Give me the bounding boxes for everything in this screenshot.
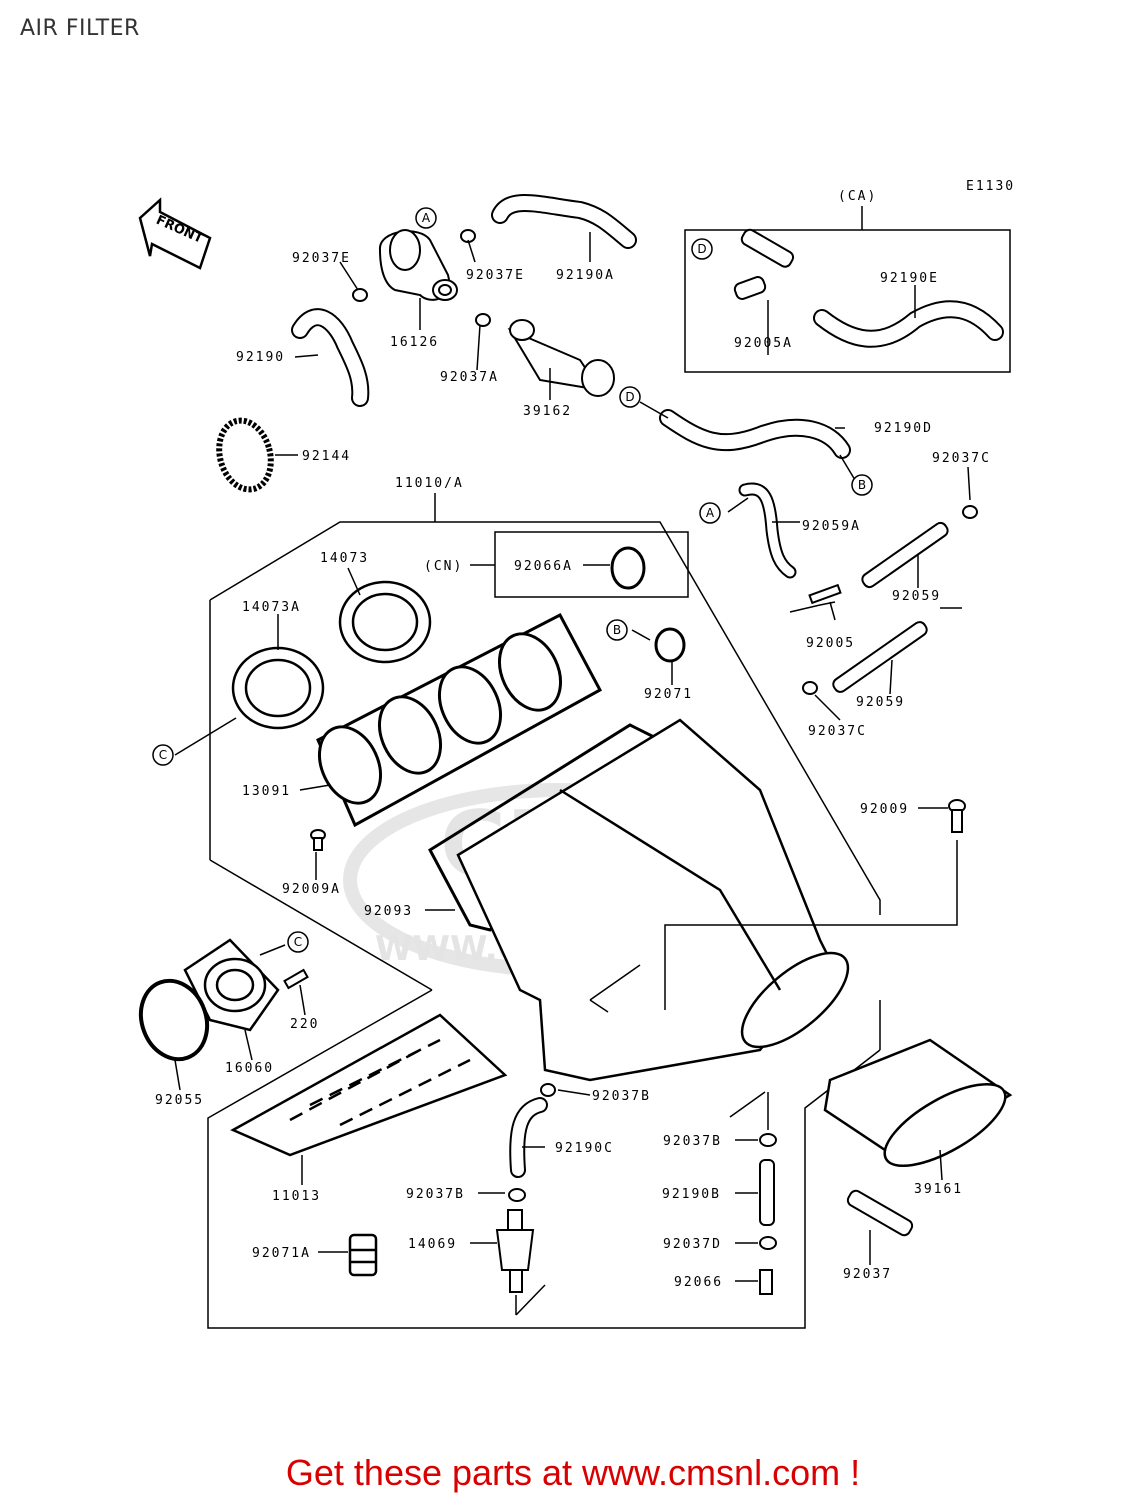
part-label: 16126 xyxy=(390,335,439,350)
part-label: 92190 xyxy=(236,350,285,365)
ca-group-label: (CA) xyxy=(838,189,877,204)
filter-14069 xyxy=(495,1209,535,1293)
part-label: 92037B xyxy=(663,1134,722,1149)
tee-92005A xyxy=(733,228,795,300)
grommet-92071 xyxy=(654,627,686,663)
callout-a-mid: A xyxy=(699,502,721,524)
callout-a-top: A xyxy=(415,207,437,229)
svg-text:A: A xyxy=(422,211,431,225)
filter-39162 xyxy=(507,319,615,397)
part-label: 92037B xyxy=(406,1187,465,1202)
part-label: 14073A xyxy=(242,600,301,615)
part-label: 92037A xyxy=(440,370,499,385)
air-case xyxy=(456,718,850,1082)
part-label: 92066 xyxy=(674,1275,723,1290)
footer-promo-text[interactable]: Get these parts at www.cmsnl.com ! xyxy=(285,1452,861,1493)
callout-c-lower: C xyxy=(287,931,309,953)
element-11013 xyxy=(230,1013,508,1157)
part-label: 92066A xyxy=(514,559,573,574)
grommet-92066A xyxy=(610,546,646,590)
cn-group: (CN) xyxy=(424,531,689,598)
front-arrow-icon: FRONT xyxy=(138,197,212,270)
part-label: 92005A xyxy=(734,336,793,351)
bolt-92009A xyxy=(310,829,326,851)
part-label: 92037B xyxy=(592,1089,651,1104)
svg-text:B: B xyxy=(613,623,621,637)
holder-13091 xyxy=(316,612,603,828)
holder-16060 xyxy=(183,938,280,1032)
svg-text:C: C xyxy=(294,935,302,949)
part-labels: 92037E 92037E 92190A 92190E 92005A 16126… xyxy=(155,251,991,1290)
part-label: 92190C xyxy=(555,1141,614,1156)
callout-b-top: B xyxy=(851,474,873,496)
svg-text:B: B xyxy=(858,478,866,492)
diagram-code: E1130 xyxy=(966,179,1015,194)
part-label: 92037C xyxy=(932,451,991,466)
ca-group: (CA) xyxy=(684,189,1011,373)
svg-text:D: D xyxy=(697,242,706,256)
bracket-92037 xyxy=(846,1189,914,1237)
part-label: 92190D xyxy=(874,421,933,436)
part-label: 92071 xyxy=(644,687,693,702)
svg-text:C: C xyxy=(159,748,167,762)
part-label: 92005 xyxy=(806,636,855,651)
cn-group-label: (CN) xyxy=(424,559,463,574)
tubes-92059 xyxy=(808,521,949,693)
grommet-92071A xyxy=(348,1233,378,1277)
part-label: 92190A xyxy=(556,268,615,283)
bolt-92009 xyxy=(948,799,966,833)
callout-d-ca: D xyxy=(691,238,713,260)
part-label: 16060 xyxy=(225,1061,274,1076)
valve-16126 xyxy=(378,229,458,301)
part-label: 92059 xyxy=(892,589,941,604)
part-label: 220 xyxy=(290,1017,319,1032)
part-label: 92037D xyxy=(663,1237,722,1252)
part-label: 11010/A xyxy=(395,476,464,491)
part-label: 11013 xyxy=(272,1189,321,1204)
part-label: 92144 xyxy=(302,449,351,464)
callout-c-left: C xyxy=(152,744,174,766)
part-label: 13091 xyxy=(242,784,291,799)
part-label: 92037E xyxy=(292,251,351,266)
oring-92055 xyxy=(138,978,210,1062)
part-label: 14073 xyxy=(320,551,369,566)
main-box-outline xyxy=(207,493,881,1329)
part-label: 92009A xyxy=(282,882,341,897)
part-label: 92037C xyxy=(808,724,867,739)
separator-39161 xyxy=(823,1038,1013,1168)
part-label: 92190E xyxy=(880,271,939,286)
part-label: 39162 xyxy=(523,404,572,419)
part-label: 39161 xyxy=(914,1182,963,1197)
part-label: 92059 xyxy=(856,695,905,710)
part-label: 92037E xyxy=(466,268,525,283)
tube-92190B xyxy=(759,1159,775,1226)
screw-220 xyxy=(283,968,309,990)
part-label: 92009 xyxy=(860,802,909,817)
svg-text:D: D xyxy=(625,390,634,404)
spring-92144 xyxy=(216,417,274,493)
plug-92066 xyxy=(759,1269,773,1295)
part-label: 92190B xyxy=(662,1187,721,1202)
ducts-14073 xyxy=(231,580,432,730)
part-label: 92071A xyxy=(252,1246,311,1261)
callout-d-mid: D xyxy=(619,386,641,408)
part-label: 14069 xyxy=(408,1237,457,1252)
part-label: 92059A xyxy=(802,519,861,534)
part-label: 92055 xyxy=(155,1093,204,1108)
part-label: 92093 xyxy=(364,904,413,919)
part-label: 92037 xyxy=(843,1267,892,1282)
leader-lines xyxy=(174,232,971,1316)
svg-text:A: A xyxy=(706,506,715,520)
callout-b-mid: B xyxy=(606,619,628,641)
page-title: AIR FILTER xyxy=(20,16,140,41)
clamps xyxy=(352,229,978,1250)
parts-diagram: CMS WWW.CMSNL.COM E1130 FRONT (CA) (CN) xyxy=(138,179,1015,1329)
